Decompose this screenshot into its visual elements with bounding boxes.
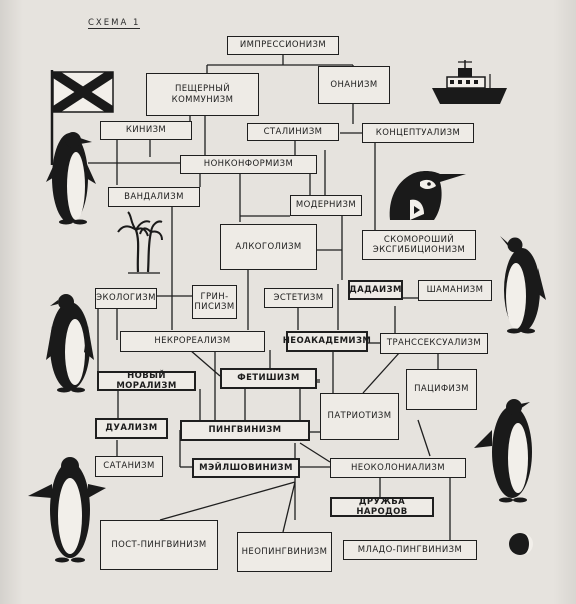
penguin-icon: [28, 457, 106, 563]
penguin-icon: [46, 132, 96, 225]
node-fetishism: ФЕТИШИЗМ: [220, 368, 317, 389]
node-satanism: САТАНИЗМ: [95, 456, 163, 477]
node-neopenguinism: НЕОПИНГВИНИЗМ: [237, 532, 332, 572]
node-aestheticism: ЭСТЕТИЗМ: [264, 288, 333, 308]
node-friendship-of-peoples: ДРУЖБА НАРОДОВ: [330, 497, 434, 517]
node-dadaism: ДАДАИЗМ: [348, 280, 403, 300]
node-male-chauvinism: МЭЙЛШОВИНИЗМ: [192, 458, 300, 478]
node-ecologism: ЭКОЛОГИЗМ: [95, 288, 157, 309]
node-alcoholism: АЛКОГОЛИЗМ: [220, 224, 317, 270]
node-young-penguinism: МЛАДО-ПИНГВИНИЗМ: [343, 540, 477, 560]
node-new-moralism: НОВЫЙ МОРАЛИЗМ: [97, 371, 196, 391]
node-cave-communism: ПЕЩЕРНЫЙ КОММУНИЗМ: [146, 73, 259, 116]
node-neocolonialism: НЕОКОЛОНИАЛИЗМ: [330, 458, 466, 478]
penguin-icon: [46, 294, 94, 393]
penguin-icon: [474, 399, 532, 503]
node-stalinism: СТАЛИНИЗМ: [247, 123, 339, 141]
node-conceptualism: КОНЦЕПТУАЛИЗМ: [362, 123, 474, 143]
node-onanism: ОНАНИЗМ: [318, 66, 390, 104]
node-neoacademism: НЕОАКАДЕМИЗМ: [283, 331, 371, 352]
node-greenpeacism: ГРИН- ПИСИЗМ: [192, 285, 237, 319]
node-modernism: МОДЕРНИЗМ: [290, 195, 362, 216]
penguin-head-icon: [389, 171, 466, 220]
node-vandalism: ВАНДАЛИЗМ: [108, 187, 200, 207]
moon-icon: [509, 533, 533, 555]
connector-lines: [88, 55, 451, 540]
node-nonconformism: НОНКОНФОРМИЗМ: [180, 155, 317, 174]
node-penguinism: ПИНГВИНИЗМ: [180, 420, 310, 441]
palm-trees-icon: [117, 211, 163, 274]
node-impressionism: ИМПРЕССИОНИЗМ: [227, 36, 339, 55]
node-cynicism: КИНИЗМ: [100, 121, 192, 140]
node-transsexualism: ТРАНССЕКСУАЛИЗМ: [380, 333, 488, 354]
penguin-icon: [500, 236, 546, 334]
st-andrew-flag-icon: [50, 70, 114, 165]
node-exhibitionism: СКОМОРОШИЙ ЭКСГИБИЦИОНИЗМ: [362, 230, 476, 260]
node-dualism: ДУАЛИЗМ: [95, 418, 168, 439]
node-necrorealism: НЕКРОРЕАЛИЗМ: [120, 331, 265, 352]
ship-icon: [432, 60, 507, 104]
node-post-penguinism: ПОСТ-ПИНГВИНИЗМ: [100, 520, 218, 570]
node-pacifism: ПАЦИФИЗМ: [406, 369, 477, 410]
node-patriotism: ПАТРИОТИЗМ: [320, 393, 399, 440]
scheme-title: СХЕМА 1: [88, 18, 141, 29]
node-shamanism: ШАМАНИЗМ: [418, 280, 492, 301]
